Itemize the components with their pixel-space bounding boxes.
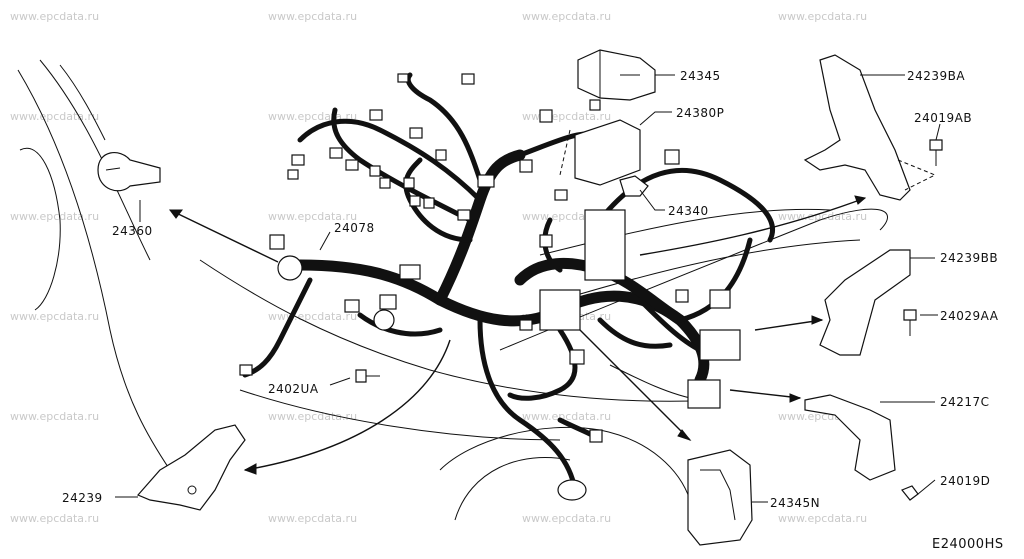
- label-24340: 24340: [668, 204, 709, 218]
- arrows: [169, 195, 867, 475]
- label-2402UA: 2402UA: [268, 382, 319, 396]
- connectors: [239, 73, 741, 501]
- label-24239BA: 24239BA: [907, 69, 965, 83]
- part-24239BB-bracket: [819, 249, 911, 356]
- label-24239BB: 24239BB: [940, 251, 998, 265]
- label-24029AA: 24029AA: [940, 309, 999, 323]
- watermark: www.epcdata.ru: [522, 512, 611, 525]
- label-24380P: 24380P: [676, 106, 724, 120]
- watermark: www.epcdata.ru: [778, 512, 867, 525]
- watermark: www.epcdata.ru: [522, 10, 611, 23]
- watermark: www.epcdata.ru: [268, 512, 357, 525]
- watermark: www.epcdata.ru: [778, 210, 867, 223]
- watermark: www.epcdata.ru: [268, 410, 357, 423]
- label-24360: 24360: [112, 224, 153, 238]
- watermark: www.epcdata.ru: [778, 10, 867, 23]
- part-24217C-bracket: [804, 394, 896, 481]
- watermark: www.epcdata.ru: [10, 10, 99, 23]
- vehicle-body-outline: [17, 59, 888, 521]
- watermark: www.epcdata.ru: [268, 10, 357, 23]
- part-24345-cover: [577, 49, 656, 101]
- part-24345N-relay-box: [687, 449, 753, 546]
- label-24239: 24239: [62, 491, 103, 505]
- watermark: www.epcdata.ru: [522, 410, 611, 423]
- watermark: www.epcdata.ru: [10, 512, 99, 525]
- part-labels: 24345 24380P 24239BA 24019AB 24360 24078…: [62, 69, 999, 510]
- label-24345N: 24345N: [770, 496, 820, 510]
- diagram-code: E24000HS: [932, 537, 1004, 552]
- watermark: www.epcdata.ru: [10, 310, 99, 323]
- watermark: www.epcdata.ru: [10, 110, 99, 123]
- leader-lines: [115, 74, 941, 503]
- part-24380P-fuse-block: [559, 99, 641, 186]
- part-24239-bracket: [136, 424, 246, 511]
- label-24019D: 24019D: [940, 474, 990, 488]
- watermark: www.epcdata.ru: [268, 310, 357, 323]
- label-24217C: 24217C: [940, 395, 990, 409]
- part-24239BA-bracket: [803, 54, 937, 201]
- label-24345: 24345: [680, 69, 721, 83]
- watermark: www.epcdata.ru: [268, 210, 357, 223]
- watermark: www.epcdata.ru: [10, 210, 99, 223]
- watermark: www.epcdata.ru: [10, 410, 99, 423]
- main-wiring-harness: [242, 72, 775, 493]
- label-24078: 24078: [334, 221, 375, 235]
- label-24019AB: 24019AB: [914, 111, 972, 125]
- watermark: www.epcdata.ru: [522, 110, 611, 123]
- part-24360-bulb: [97, 152, 161, 192]
